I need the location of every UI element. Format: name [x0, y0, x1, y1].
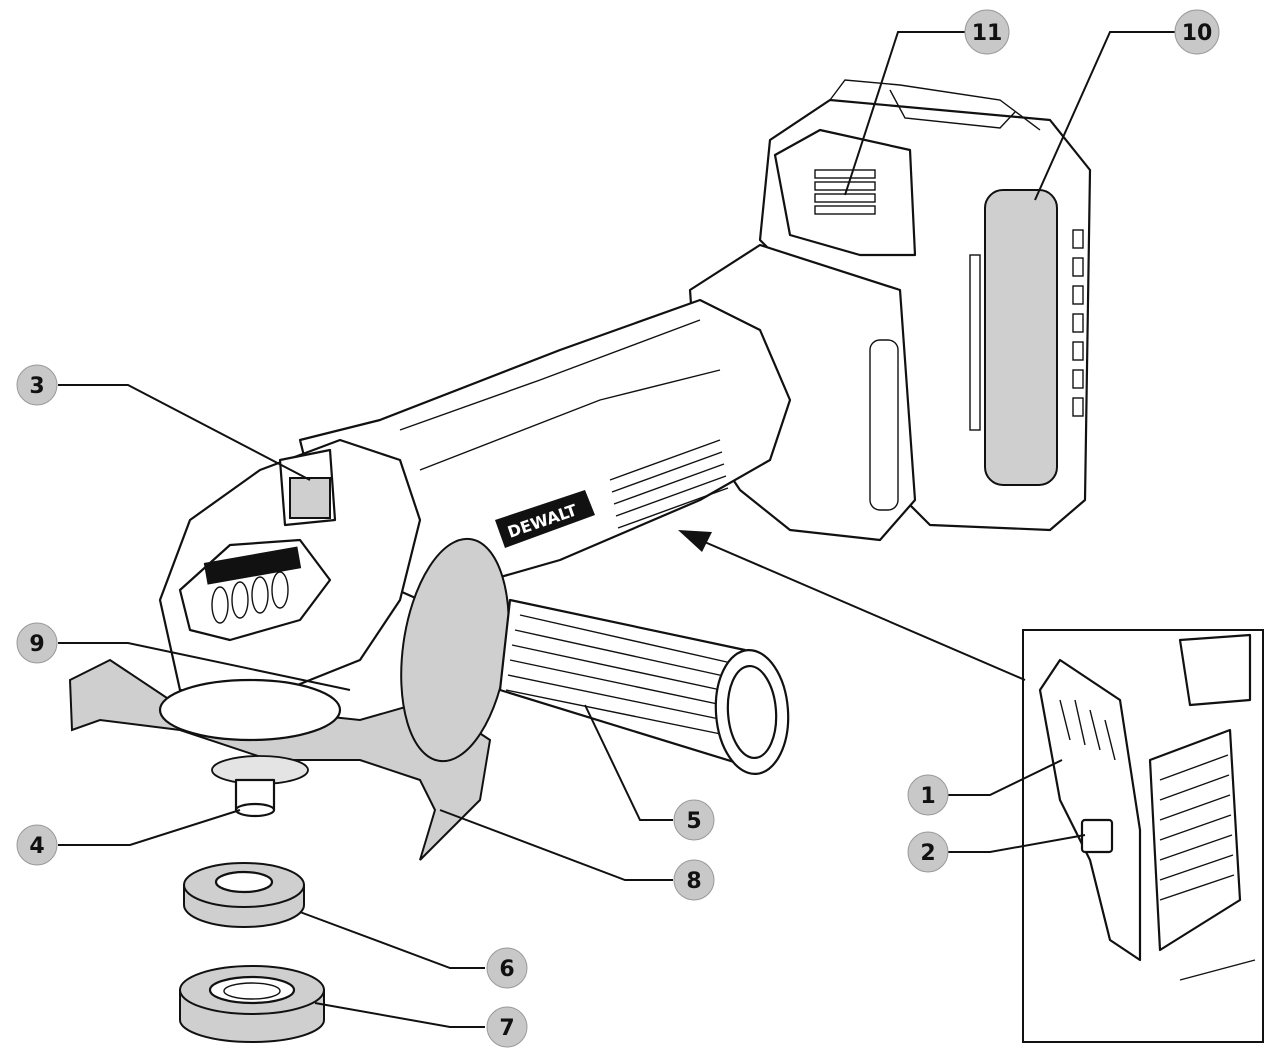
inset-detail	[1022, 629, 1264, 1043]
backing-flange	[183, 862, 305, 928]
spindle-lock-button	[289, 477, 331, 519]
gear-head-ribs	[211, 571, 289, 624]
paddle-switch	[1038, 658, 1142, 962]
battery-fuel-gauge-icon	[814, 169, 876, 215]
svg-text:5: 5	[686, 809, 701, 834]
svg-text:10: 10	[1182, 21, 1213, 46]
spindle	[211, 755, 309, 818]
handle-grip-texture	[505, 614, 751, 741]
callout-7: 7	[486, 1006, 528, 1048]
callout-1: 1	[907, 774, 949, 816]
svg-text:11: 11	[972, 21, 1003, 46]
callout-8: 8	[673, 859, 715, 901]
callout-10: 10	[1174, 9, 1220, 55]
tool-body: DEWALT	[298, 243, 917, 602]
battery-pack	[758, 79, 1092, 532]
leader-lines	[58, 31, 1175, 1028]
side-handle	[400, 537, 790, 775]
lock-off-lever	[1080, 818, 1114, 854]
svg-text:7: 7	[499, 1016, 514, 1041]
svg-text:3: 3	[29, 374, 44, 399]
svg-text:6: 6	[499, 957, 514, 982]
svg-text:4: 4	[29, 834, 44, 859]
threaded-lock-nut	[179, 965, 325, 1043]
vent-grille	[609, 439, 729, 529]
callout-2: 2	[907, 831, 949, 873]
svg-text:8: 8	[686, 869, 701, 894]
svg-text:9: 9	[29, 632, 44, 657]
battery-side-panel	[984, 189, 1058, 486]
callout-5: 5	[673, 799, 715, 841]
paddle-ribs	[1059, 699, 1116, 761]
callout-3: 3	[16, 364, 58, 406]
callout-4: 4	[16, 824, 58, 866]
callout-9: 9	[16, 622, 58, 664]
gear-head	[158, 438, 422, 702]
callout-6: 6	[486, 947, 528, 989]
svg-text:2: 2	[920, 841, 935, 866]
callout-11: 11	[964, 9, 1010, 55]
detail-arrow	[678, 530, 1026, 681]
svg-text:1: 1	[920, 784, 935, 809]
battery-grip-ribs	[1072, 229, 1084, 417]
inset-vent-grille	[1159, 754, 1235, 901]
